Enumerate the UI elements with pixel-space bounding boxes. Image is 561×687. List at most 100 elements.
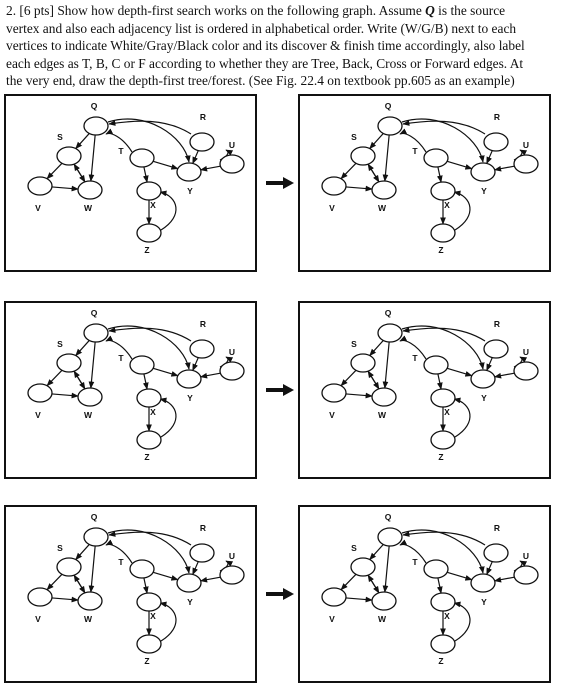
vertex-x xyxy=(430,388,456,408)
edge-q-y-curve xyxy=(401,325,485,370)
vertex-label-u: U xyxy=(523,347,529,357)
vertex-v xyxy=(27,383,53,403)
vertex-label-y: Y xyxy=(481,186,487,196)
vertex-label-x: X xyxy=(444,407,450,417)
vertex-x xyxy=(136,592,162,612)
edge-q-s xyxy=(369,544,384,561)
edge-q-y-curve xyxy=(401,529,485,574)
vertex-v xyxy=(321,587,347,607)
edge-v-w xyxy=(51,596,79,603)
vertex-label-z: Z xyxy=(438,452,443,462)
vertex-u xyxy=(513,154,539,174)
vertex-label-u: U xyxy=(229,140,235,150)
vertex-label-r: R xyxy=(494,319,500,329)
edge-r-y xyxy=(192,150,199,165)
edge-v-w xyxy=(345,596,373,603)
edge-u-y xyxy=(199,165,221,172)
vertex-x xyxy=(430,592,456,612)
vertex-label-v: V xyxy=(35,410,41,420)
vertex-label-v: V xyxy=(329,410,335,420)
edge-v-w xyxy=(345,185,373,192)
edge-z-x-curve xyxy=(453,397,471,438)
edge-z-x-curve xyxy=(453,190,471,231)
vertex-label-r: R xyxy=(200,523,206,533)
vertex-u xyxy=(513,565,539,585)
vertex-w xyxy=(77,180,103,200)
vertex-z xyxy=(430,634,456,654)
vertex-w xyxy=(371,591,397,611)
vertex-label-q: Q xyxy=(91,512,98,522)
edge-s-v xyxy=(46,573,63,591)
edge-t-q-curve xyxy=(105,128,133,153)
edge-t-y xyxy=(446,160,473,170)
vertex-label-v: V xyxy=(35,203,41,213)
edge-t-x xyxy=(436,577,443,594)
vertex-s xyxy=(350,557,376,577)
vertex-v xyxy=(27,587,53,607)
vertex-label-t: T xyxy=(118,557,124,567)
edge-t-y xyxy=(446,367,473,377)
vertex-y xyxy=(470,369,496,389)
vertex-y xyxy=(470,162,496,182)
step-arrow-1 xyxy=(266,177,294,189)
edge-u-y xyxy=(199,576,221,583)
vertex-label-q: Q xyxy=(385,512,392,522)
vertex-r xyxy=(483,339,509,359)
edge-t-y xyxy=(152,160,179,170)
edge-w-s-back xyxy=(367,574,380,594)
edge-q-w xyxy=(382,545,390,593)
vertex-t xyxy=(423,355,449,375)
edge-r-q-curve xyxy=(402,120,486,135)
edge-s-v xyxy=(46,369,63,387)
edge-v-w xyxy=(51,392,79,399)
vertex-label-u: U xyxy=(523,140,529,150)
vertex-label-s: S xyxy=(57,543,63,553)
vertex-label-w: W xyxy=(378,410,387,420)
vertex-label-y: Y xyxy=(187,186,193,196)
vertex-label-z: Z xyxy=(144,245,149,255)
vertex-label-y: Y xyxy=(481,597,487,607)
edge-v-w xyxy=(51,185,79,192)
edge-t-q-curve xyxy=(105,335,133,360)
edge-w-s-back xyxy=(73,574,86,594)
edge-r-y xyxy=(486,357,493,372)
vertex-s xyxy=(350,353,376,373)
vertex-t xyxy=(129,559,155,579)
vertex-label-u: U xyxy=(523,551,529,561)
edge-r-q-curve xyxy=(108,327,192,342)
edge-q-s xyxy=(369,340,384,357)
edge-q-y-curve xyxy=(107,529,191,574)
edge-r-q-curve xyxy=(108,120,192,135)
vertex-label-q: Q xyxy=(385,101,392,111)
vertex-label-z: Z xyxy=(438,656,443,666)
edge-r-y xyxy=(192,561,199,576)
edge-s-v xyxy=(340,369,357,387)
vertex-s xyxy=(56,353,82,373)
vertex-label-r: R xyxy=(200,112,206,122)
edge-w-s-back xyxy=(73,370,86,390)
vertex-label-v: V xyxy=(329,203,335,213)
edge-s-v xyxy=(340,573,357,591)
edge-q-y-curve xyxy=(107,118,191,163)
edge-q-y-curve xyxy=(107,325,191,370)
vertex-s xyxy=(56,146,82,166)
vertex-u xyxy=(219,154,245,174)
vertex-t xyxy=(423,148,449,168)
vertex-v xyxy=(27,176,53,196)
edge-q-w xyxy=(382,341,390,389)
edge-u-y xyxy=(493,372,515,379)
edge-u-y xyxy=(199,372,221,379)
edge-r-q-curve xyxy=(402,531,486,546)
vertex-label-w: W xyxy=(84,614,93,624)
vertex-q xyxy=(83,323,109,343)
edge-z-x-curve xyxy=(159,190,177,231)
edge-q-w xyxy=(88,134,96,182)
edge-q-w xyxy=(88,341,96,389)
vertex-label-y: Y xyxy=(187,393,193,403)
